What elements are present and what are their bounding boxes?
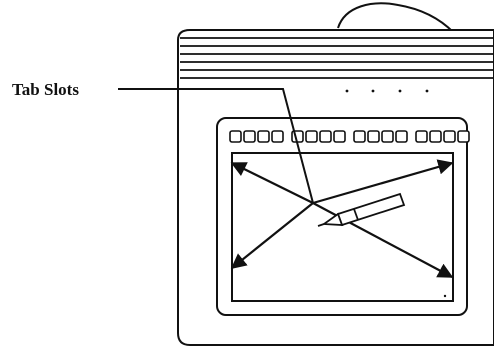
active-drawing-area [231, 152, 454, 302]
tab-slot [243, 130, 256, 143]
recessed-panel [216, 117, 468, 316]
tab-slot [367, 130, 380, 143]
tab-slots-label: Tab Slots [12, 80, 79, 99]
top-ridges [180, 37, 494, 79]
arrow-top-right [312, 159, 454, 205]
tab-slot [319, 130, 332, 143]
tab-slot [257, 130, 270, 143]
tab-slot [381, 130, 394, 143]
tablet-body [177, 29, 494, 346]
tab-slot [415, 130, 428, 143]
tab-slot [305, 130, 318, 143]
diagonal-arrows [230, 159, 454, 278]
arrow-bottom-left [230, 202, 314, 269]
tab-slots-row [229, 130, 470, 143]
arrow-top-left [230, 162, 314, 204]
tab-slot [429, 130, 442, 143]
tab-slot [229, 130, 242, 143]
indicator-dots [345, 89, 429, 93]
tab-slot [271, 130, 284, 143]
tab-slot [443, 130, 456, 143]
tab-slot [353, 130, 366, 143]
callout-leader-line [118, 88, 314, 204]
tab-slot [395, 130, 408, 143]
corner-dot [443, 294, 447, 298]
tab-slot [333, 130, 346, 143]
tab-slot [457, 130, 470, 143]
stylus-pen [317, 192, 406, 227]
